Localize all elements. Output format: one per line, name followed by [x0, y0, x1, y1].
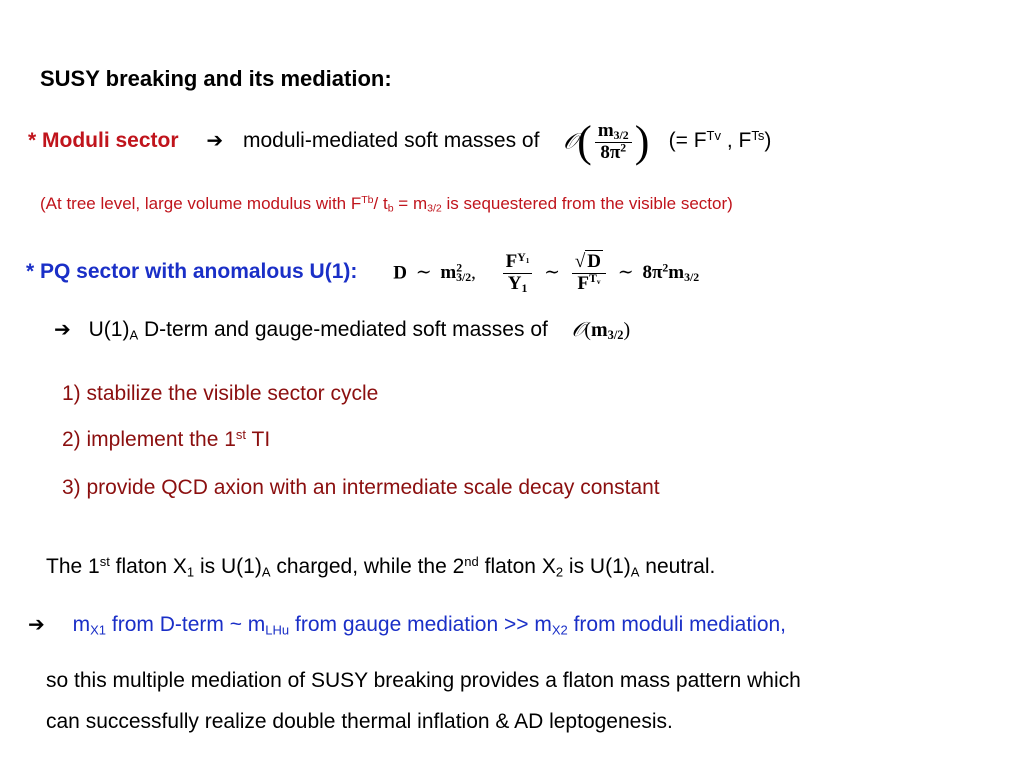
dterm-line: ➔ U(1)A D-term and gauge-mediated soft m…: [54, 318, 630, 342]
mass-hierarchy-text: mX1 from D-term ~ mLHu from gauge mediat…: [72, 613, 787, 638]
list-item-3: 3) provide QCD axion with an intermediat…: [62, 476, 660, 499]
pq-bullet: * PQ sector with anomalous U(1):: [26, 260, 358, 284]
fraction-denominator-sup: 2: [620, 141, 627, 155]
fraction-denominator: 8π: [600, 141, 621, 163]
right-paren: ): [634, 117, 650, 166]
dterm-math-formula: 𝒪(m3/2): [571, 317, 631, 343]
moduli-line: * Moduli sector ➔ moduli-mediated soft m…: [28, 120, 771, 164]
mass-hierarchy-line: ➔ mX1 from D-term ~ mLHu from gauge medi…: [28, 613, 786, 637]
tree-level-note: (At tree level, large volume modulus wit…: [40, 194, 733, 215]
dterm-text: U(1)A D-term and gauge-mediated soft mas…: [88, 318, 548, 343]
moduli-text: moduli-mediated soft masses of: [242, 128, 540, 152]
moduli-bullet: * Moduli sector: [28, 128, 179, 152]
left-paren: (: [577, 117, 592, 166]
list-item-1: 1) stabilize the visible sector cycle: [62, 382, 379, 405]
conclusion-line-2: can successfully realize double thermal …: [46, 710, 673, 733]
right-arrow-icon: ➔: [206, 127, 224, 152]
right-arrow-icon: ➔: [28, 612, 45, 636]
big-o-symbol: 𝒪: [563, 129, 578, 155]
flaton-sentence: The 1st flaton X1 is U(1)A charged, whil…: [46, 553, 716, 580]
fraction-numerator-sub: 3/2: [613, 128, 629, 142]
moduli-equivalence: (= FTv , FTs): [668, 127, 772, 152]
pq-line: * PQ sector with anomalous U(1): D ∼ m23…: [26, 250, 700, 295]
right-arrow-icon: ➔: [54, 317, 71, 341]
slide-title: SUSY breaking and its mediation:: [40, 66, 392, 91]
fraction-numerator: m: [597, 119, 614, 141]
list-item-2: 2) implement the 1st TI: [62, 426, 271, 451]
conclusion-line-1: so this multiple mediation of SUSY break…: [46, 669, 801, 692]
